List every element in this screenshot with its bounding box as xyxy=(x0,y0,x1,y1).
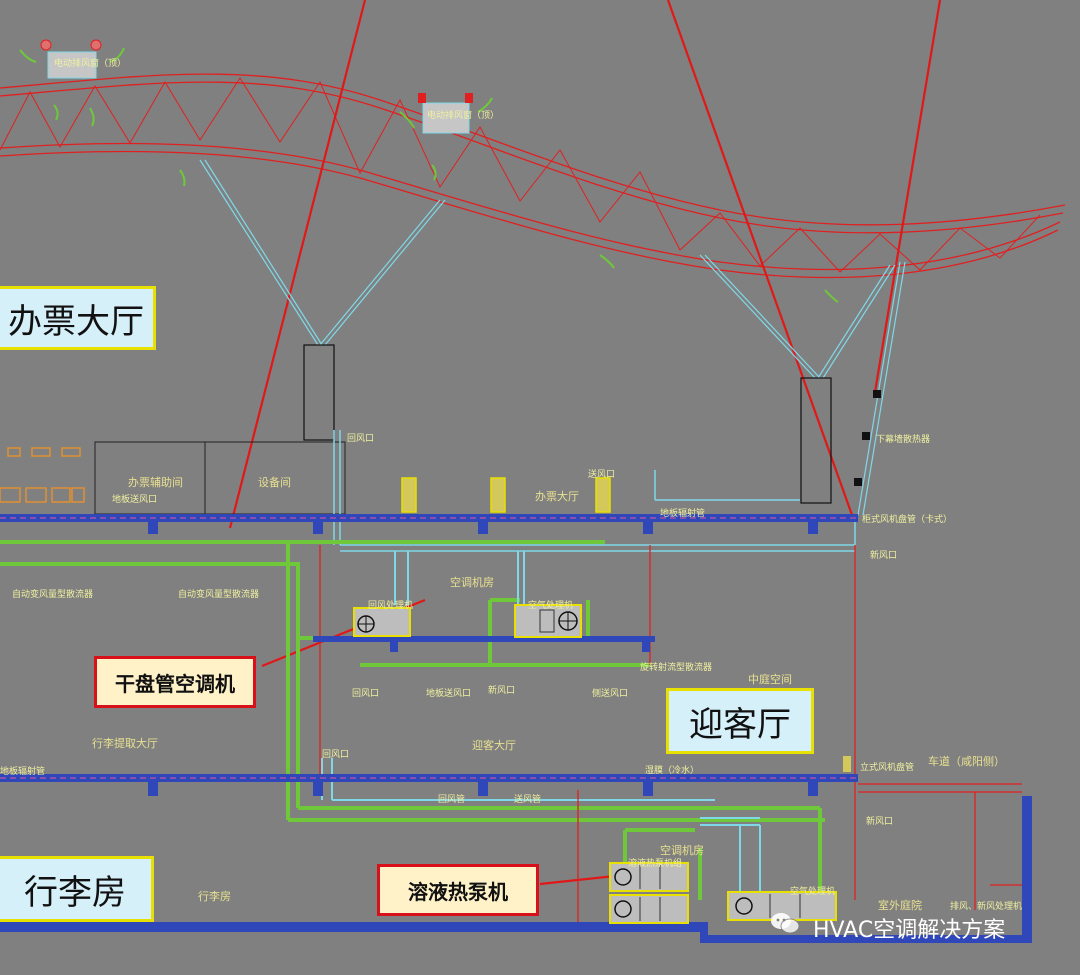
radiant-floor: 地板辐射管 xyxy=(660,509,706,519)
new-air-2: 新风口 xyxy=(488,686,516,696)
ahu-return-unit xyxy=(353,607,411,637)
airflow-arcs xyxy=(19,47,839,303)
return-air-2: 回风口 xyxy=(352,689,380,699)
ticket-hall-label: 办票大厅 xyxy=(0,286,156,350)
auto-valve-2: 自动变风量型散流器 xyxy=(178,590,260,600)
columns xyxy=(303,344,832,504)
return-air-3: 回风口 xyxy=(322,750,350,760)
ac-room-upper: 空调机房 xyxy=(450,576,494,589)
outdoor-yard: 室外庭院 xyxy=(878,899,922,912)
new-air-3: 新风口 xyxy=(866,817,894,827)
diffusers xyxy=(843,390,881,772)
exhaust-fan: 排风、新风处理机 xyxy=(950,902,1023,912)
ac-room-slab xyxy=(313,636,655,652)
baggage-small: 行李房 xyxy=(198,890,231,903)
smoke-exhaust-upper: 电动排风窗（顶） xyxy=(54,59,127,69)
air-handler-2: 空气处理机 xyxy=(790,887,836,897)
roof-exhaust-windows xyxy=(40,39,473,134)
basement-slab xyxy=(0,796,1032,943)
cabinet-unit-2: 立式风机盘管 xyxy=(860,763,915,773)
baggage-room-label: 行李房 xyxy=(0,856,154,922)
floor-grille: 地板送风口 xyxy=(112,495,158,505)
lower-floor-slab xyxy=(0,774,858,796)
return-duct: 回风管 xyxy=(438,795,466,805)
rotary-valve: 旋转射流型散流器 xyxy=(640,663,713,673)
smoke-exhaust-mid: 电动排风窗（顶） xyxy=(427,111,500,121)
green-pipes xyxy=(0,540,825,900)
upper-floor-slab xyxy=(0,514,858,534)
greeting-hall-small: 迎客大厅 xyxy=(472,739,516,752)
baggage-claim-hall: 行李提取大厅 xyxy=(92,737,158,750)
hall-partitions xyxy=(333,430,856,552)
cabinet-unit: 柜式风机盘管（卡式） xyxy=(862,515,953,525)
ac-room-lower: 空调机房 xyxy=(660,844,704,857)
auto-valve-1: 自动变风量型散流器 xyxy=(12,590,94,600)
wet-film: 湿膜（冷水） xyxy=(645,766,700,776)
return-air-1: 回风口 xyxy=(347,434,375,444)
radiant-units xyxy=(401,477,611,513)
supply-duct: 送风管 xyxy=(514,795,542,805)
solution-heat-pump-units xyxy=(609,862,689,924)
ticket-hall-small: 办票大厅 xyxy=(535,490,579,503)
watermark-text: HVAC空调解决方案 xyxy=(813,918,1006,943)
air-handler: 空气处理机 xyxy=(528,601,574,611)
equipment-room: 设备间 xyxy=(258,476,291,489)
support-columns xyxy=(199,159,906,516)
supply-air-1: 送风口 xyxy=(588,470,616,480)
wechat-icon xyxy=(770,913,800,942)
solution-heat-pump-callout: 溶液热泵机 xyxy=(377,864,539,916)
red-outline xyxy=(319,545,1022,922)
courtyard-space: 中庭空间 xyxy=(748,673,792,686)
roof-truss xyxy=(0,73,1066,279)
wechat-watermark: HVAC空调解决方案 xyxy=(770,912,1005,944)
ticket-counters xyxy=(0,447,85,503)
ahu-air-handler xyxy=(514,604,582,638)
floor-supply: 地板送风口 xyxy=(426,689,472,699)
solution-unit: 溶液热泵机组 xyxy=(628,859,683,869)
cyan-ducts xyxy=(321,551,761,895)
arrival-hall-label: 迎客厅 xyxy=(666,688,814,754)
ticket-aux-room: 办票辅助间 xyxy=(128,476,183,489)
new-air-1: 新风口 xyxy=(870,551,898,561)
roadway: 车道（咸阳侧） xyxy=(928,755,1005,768)
return-ahu: 回风处理机 xyxy=(368,601,414,611)
side-supply: 侧送风口 xyxy=(592,689,629,699)
radiant-floor-2: 地板辐射管 xyxy=(0,767,46,777)
fcu-ahu-callout: 干盘管空调机 xyxy=(94,656,256,708)
curtain-wall-radiator: 下幕墙散热器 xyxy=(876,435,931,445)
